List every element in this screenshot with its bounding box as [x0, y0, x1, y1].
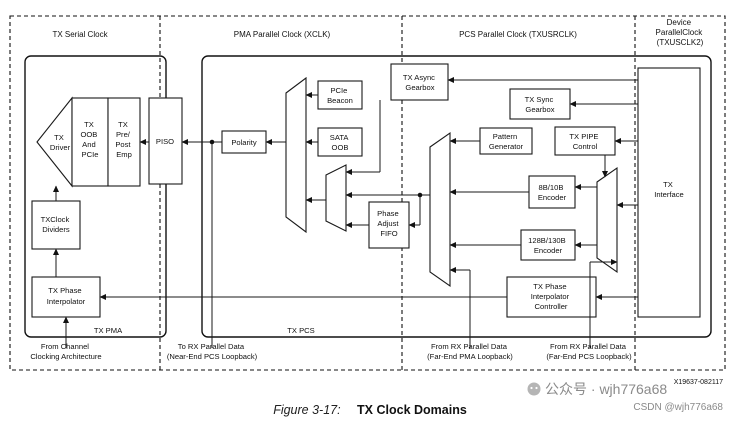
tx-phase-interpolator-controller-label: TX Phase Interpolator Controller [531, 282, 572, 311]
tx-driver-block [36, 96, 73, 188]
domain-header-pcs-parallel-clock: PCS Parallel Clock (TXUSRCLK) [459, 30, 577, 39]
txclock-dividers-label: TXClock Dividers [41, 215, 72, 234]
domain-header-device-parallel-clock: Device ParallelClock (TXUSCLK2) [656, 18, 705, 47]
figure-id: X19637-082117 [674, 379, 723, 386]
watermark-line1: 公众号 · wjh776a68 [545, 381, 667, 397]
tx-async-gearbox-label: TX Async Gearbox [403, 73, 437, 92]
watermark: 公众号 · wjh776a68 CSDN @wjh776a68 [527, 381, 723, 413]
tx-pre-post-emp-label: TX Pre/ Post Emp [115, 120, 132, 159]
enc-8b10b-block [528, 175, 576, 209]
signal-connections [53, 77, 638, 348]
sata-oob-label: SATA OOB [330, 133, 350, 152]
tx-oob-pcie-label: TX OOB And PCIe [80, 120, 99, 159]
tx-driver-label: TX Driver [50, 133, 71, 152]
from-rx-far-end-pcs-loopback-label: From RX Parallel Data (Far-End PCS Loopb… [546, 342, 632, 361]
tx-sync-gearbox-block [509, 88, 571, 120]
polarity-label: Polarity [231, 138, 257, 147]
tx-oob-pcie-block [71, 97, 109, 187]
pcs-output-mux [429, 131, 451, 288]
tx-sync-gearbox-label: TX Sync Gearbox [525, 95, 556, 114]
tx-pcs-label: TX PCS [287, 326, 314, 335]
phase-adjust-fifo-label: Phase Adjust FIFO [377, 209, 401, 238]
tx-phase-interpolator-label: TX Phase Interpolator [47, 286, 86, 306]
tx-interface-label: TX Interface [654, 180, 684, 199]
figure-caption: Figure 3-17: TX Clock Domains [273, 401, 467, 418]
domain-header-pma-parallel-clock: PMA Parallel Clock (XCLK) [234, 30, 331, 39]
sata-oob-block [317, 127, 363, 157]
piso-label: PISO [156, 137, 174, 146]
pma-output-mux [285, 76, 307, 234]
pcs-input-mux [596, 166, 618, 274]
enc-128b130b-label: 128B/130B Encoder [528, 236, 568, 255]
from-rx-far-end-pma-loopback-label: From RX Parallel Data (Far-End PMA Loopb… [427, 342, 513, 361]
pma-input-mux [325, 164, 347, 232]
pattern-generator-label: Pattern Generator [489, 132, 524, 151]
clock-domains-frame [9, 15, 726, 371]
to-rx-near-end-loopback-label: To RX Parallel Data (Near-End PCS Loopba… [167, 342, 258, 361]
junction-dots [209, 139, 423, 198]
tx-pcs-region [201, 55, 712, 338]
tx-pipe-control-label: TX PIPE Control [569, 132, 600, 151]
tx-pre-post-emp-block [107, 97, 141, 187]
pcie-beacon-block [317, 80, 363, 110]
tx-phase-interpolator-block [31, 276, 101, 318]
from-channel-clocking-label: From Channel Clocking Architecture [30, 342, 101, 361]
pcie-beacon-label: PCIe Beacon [327, 86, 353, 105]
tx-pma-label: TX PMA [94, 326, 123, 335]
pattern-generator-block [479, 127, 533, 155]
enc-128b130b-block [520, 229, 576, 261]
tx-pipe-control-block [554, 126, 616, 156]
enc-8b10b-label: 8B/10B Encoder [538, 183, 567, 202]
tx-async-gearbox-block [390, 63, 449, 101]
domain-header-tx-serial-clock: TX Serial Clock [52, 30, 108, 39]
tx-pma-region [24, 55, 167, 338]
watermark-line2: CSDN @wjh776a68 [633, 402, 723, 413]
piso-block [148, 97, 183, 185]
tx-interface-block [637, 67, 701, 318]
